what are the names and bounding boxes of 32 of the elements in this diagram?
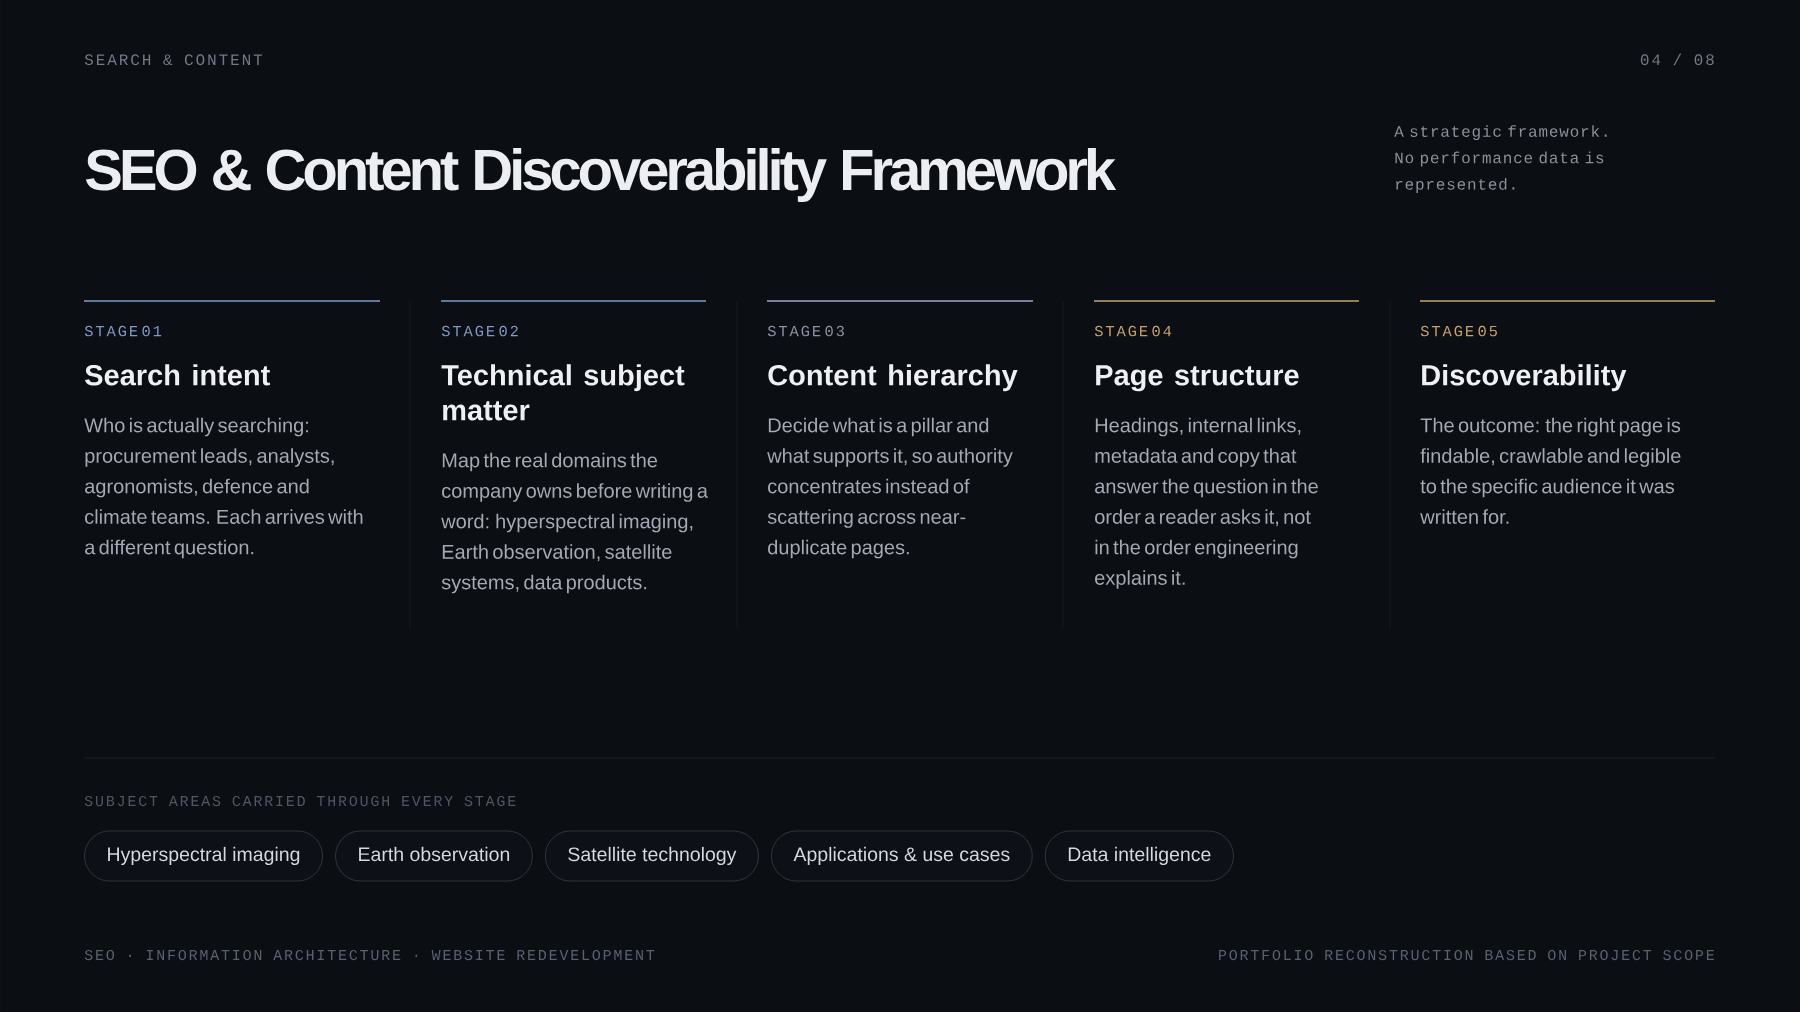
- stage-label: STAGE 05: [1420, 325, 1497, 337]
- footer-text: SEO · INFORMATION ARCHITECTURE · WEBSITE REDEVELOPMENT: [84, 949, 655, 961]
- slide-title: SEO & Content Discoverability Framework: [85, 147, 1117, 203]
- stage-heading: Technical subject matter: [441, 364, 685, 421]
- stage-description: Headings, internal links, metadata and copy that answer the question in the order a reader asks it, not in the order engineering explains it.: [1095, 417, 1318, 589]
- subject-tag: Satellite technology: [544, 830, 759, 882]
- stage-heading: Search intent: [85, 364, 270, 386]
- header-text: SEARCH & CONTENT: [84, 54, 263, 66]
- stage-label: STAGE 04: [1094, 325, 1172, 337]
- stage-description: The outcome: the right page is findable, crawlable and legible to the specific audience it was written for.: [1420, 417, 1681, 524]
- stage-heading: Page structure: [1096, 365, 1299, 392]
- subject-tag: Hyperspectral imaging: [84, 830, 323, 882]
- stage-label: STAGE 03: [767, 325, 844, 337]
- stage-description: Map the real domains the company owns before writing a word: hyperspectral imaging, Earth observation, satellite systems, data products.: [441, 452, 708, 594]
- subject-tag: Data intelligence: [1044, 830, 1234, 882]
- stage-column: [83, 300, 411, 630]
- page-number: 04 / 08: [1640, 53, 1714, 66]
- subject-tag: Earth observation: [335, 830, 533, 882]
- stage-column: [1419, 300, 1716, 524]
- stage-description: Who is actually searching: procurement leads, analysts, agronomists, defence and climate teams. Each arrives with a different question.: [84, 417, 363, 559]
- stage-label: STAGE 02: [441, 325, 518, 337]
- section-label: SUBJECT AREAS CARRIED THROUGH EVERY STAGE: [84, 795, 516, 807]
- stage-label: STAGE 01: [84, 325, 162, 337]
- stage-column: [440, 300, 738, 630]
- stage-column: [1093, 300, 1391, 630]
- footer-text: PORTFOLIO RECONSTRUCTION BASED ON PROJECT SCOPE: [1219, 949, 1714, 961]
- stage-description: Decide what is a pillar and what supports it, so authority concentrates instead of scattering across near-duplicate pages.: [767, 417, 1013, 559]
- stage-heading: Content hierarchy: [768, 364, 1018, 392]
- stage-heading: Discoverability: [1422, 364, 1627, 392]
- note-text: A strategic framework. No performance data is represented.: [1394, 125, 1607, 193]
- subject-tag: Applications & use cases: [770, 830, 1033, 882]
- stage-column: [766, 300, 1064, 630]
